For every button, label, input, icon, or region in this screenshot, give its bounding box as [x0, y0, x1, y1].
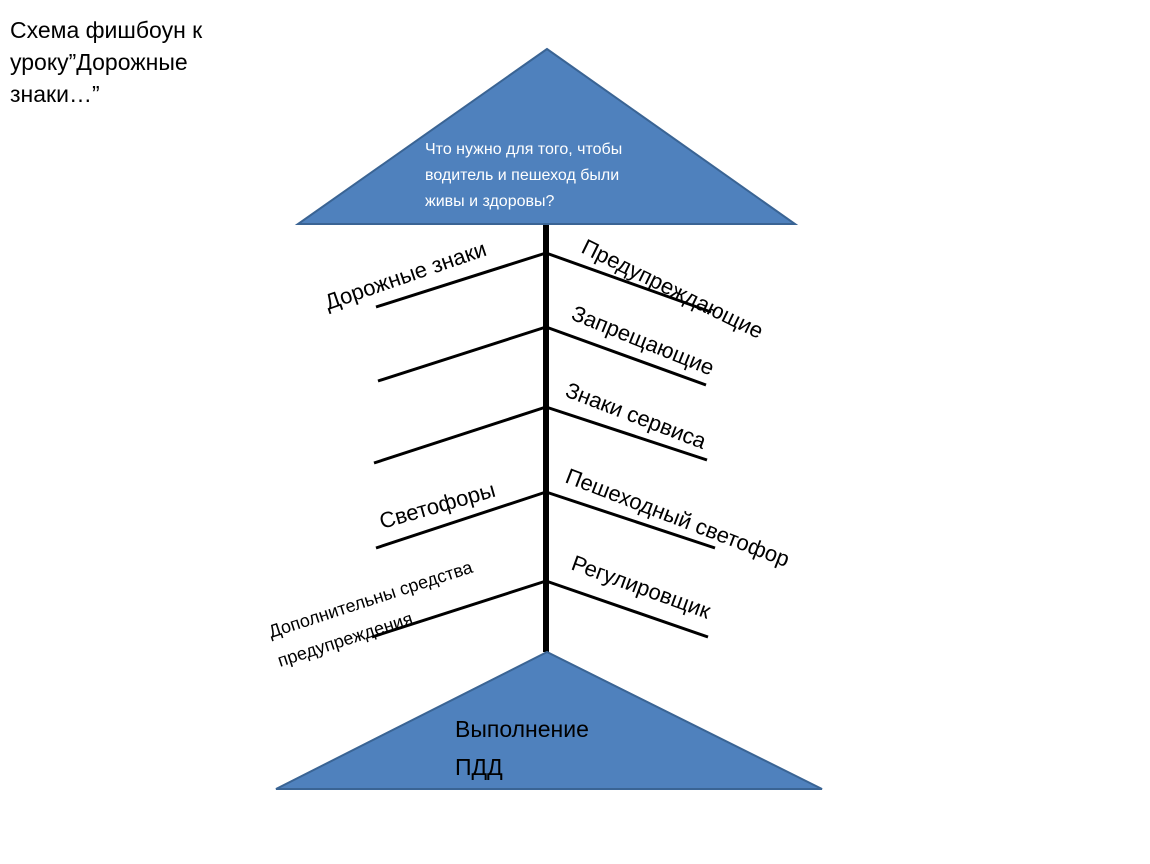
tail-line-2: ПДД: [455, 754, 503, 780]
head-text: Что нужно для того, чтобы водитель и пеш…: [425, 141, 627, 210]
left-bone-3: [373, 405, 547, 465]
right-bone-4: [545, 490, 716, 550]
head-line-3: живы и здоровы?: [425, 193, 554, 210]
left-bone-2: [377, 325, 547, 383]
right-bone-3: [545, 405, 708, 462]
tail-line-1: Выполнение: [455, 716, 589, 742]
left-bone-label-4: Светофоры: [376, 477, 498, 534]
tail-triangle: [275, 650, 823, 790]
right-bone-2: [545, 325, 707, 387]
right-bone-label-4: Пешеходный светофор: [562, 463, 793, 572]
left-bone-4: [375, 490, 547, 550]
head-line-2: водитель и пешеход были: [425, 167, 619, 184]
right-bone-5: [545, 579, 709, 639]
tail-text: Выполнение ПДД: [455, 716, 595, 780]
head-line-1: Что нужно для того, чтобы: [425, 141, 622, 158]
left-bone-label-1: Дорожные знаки: [321, 236, 489, 315]
head-triangle: [294, 47, 799, 225]
diagram-title: Схема фишбоун к уроку”Дорожные знаки…”: [10, 17, 203, 107]
left-bone-1: [375, 251, 547, 309]
right-bone-label-3: Знаки сервиса: [562, 377, 710, 454]
left-bone-5: [371, 579, 547, 639]
right-bone-1: [545, 251, 712, 314]
